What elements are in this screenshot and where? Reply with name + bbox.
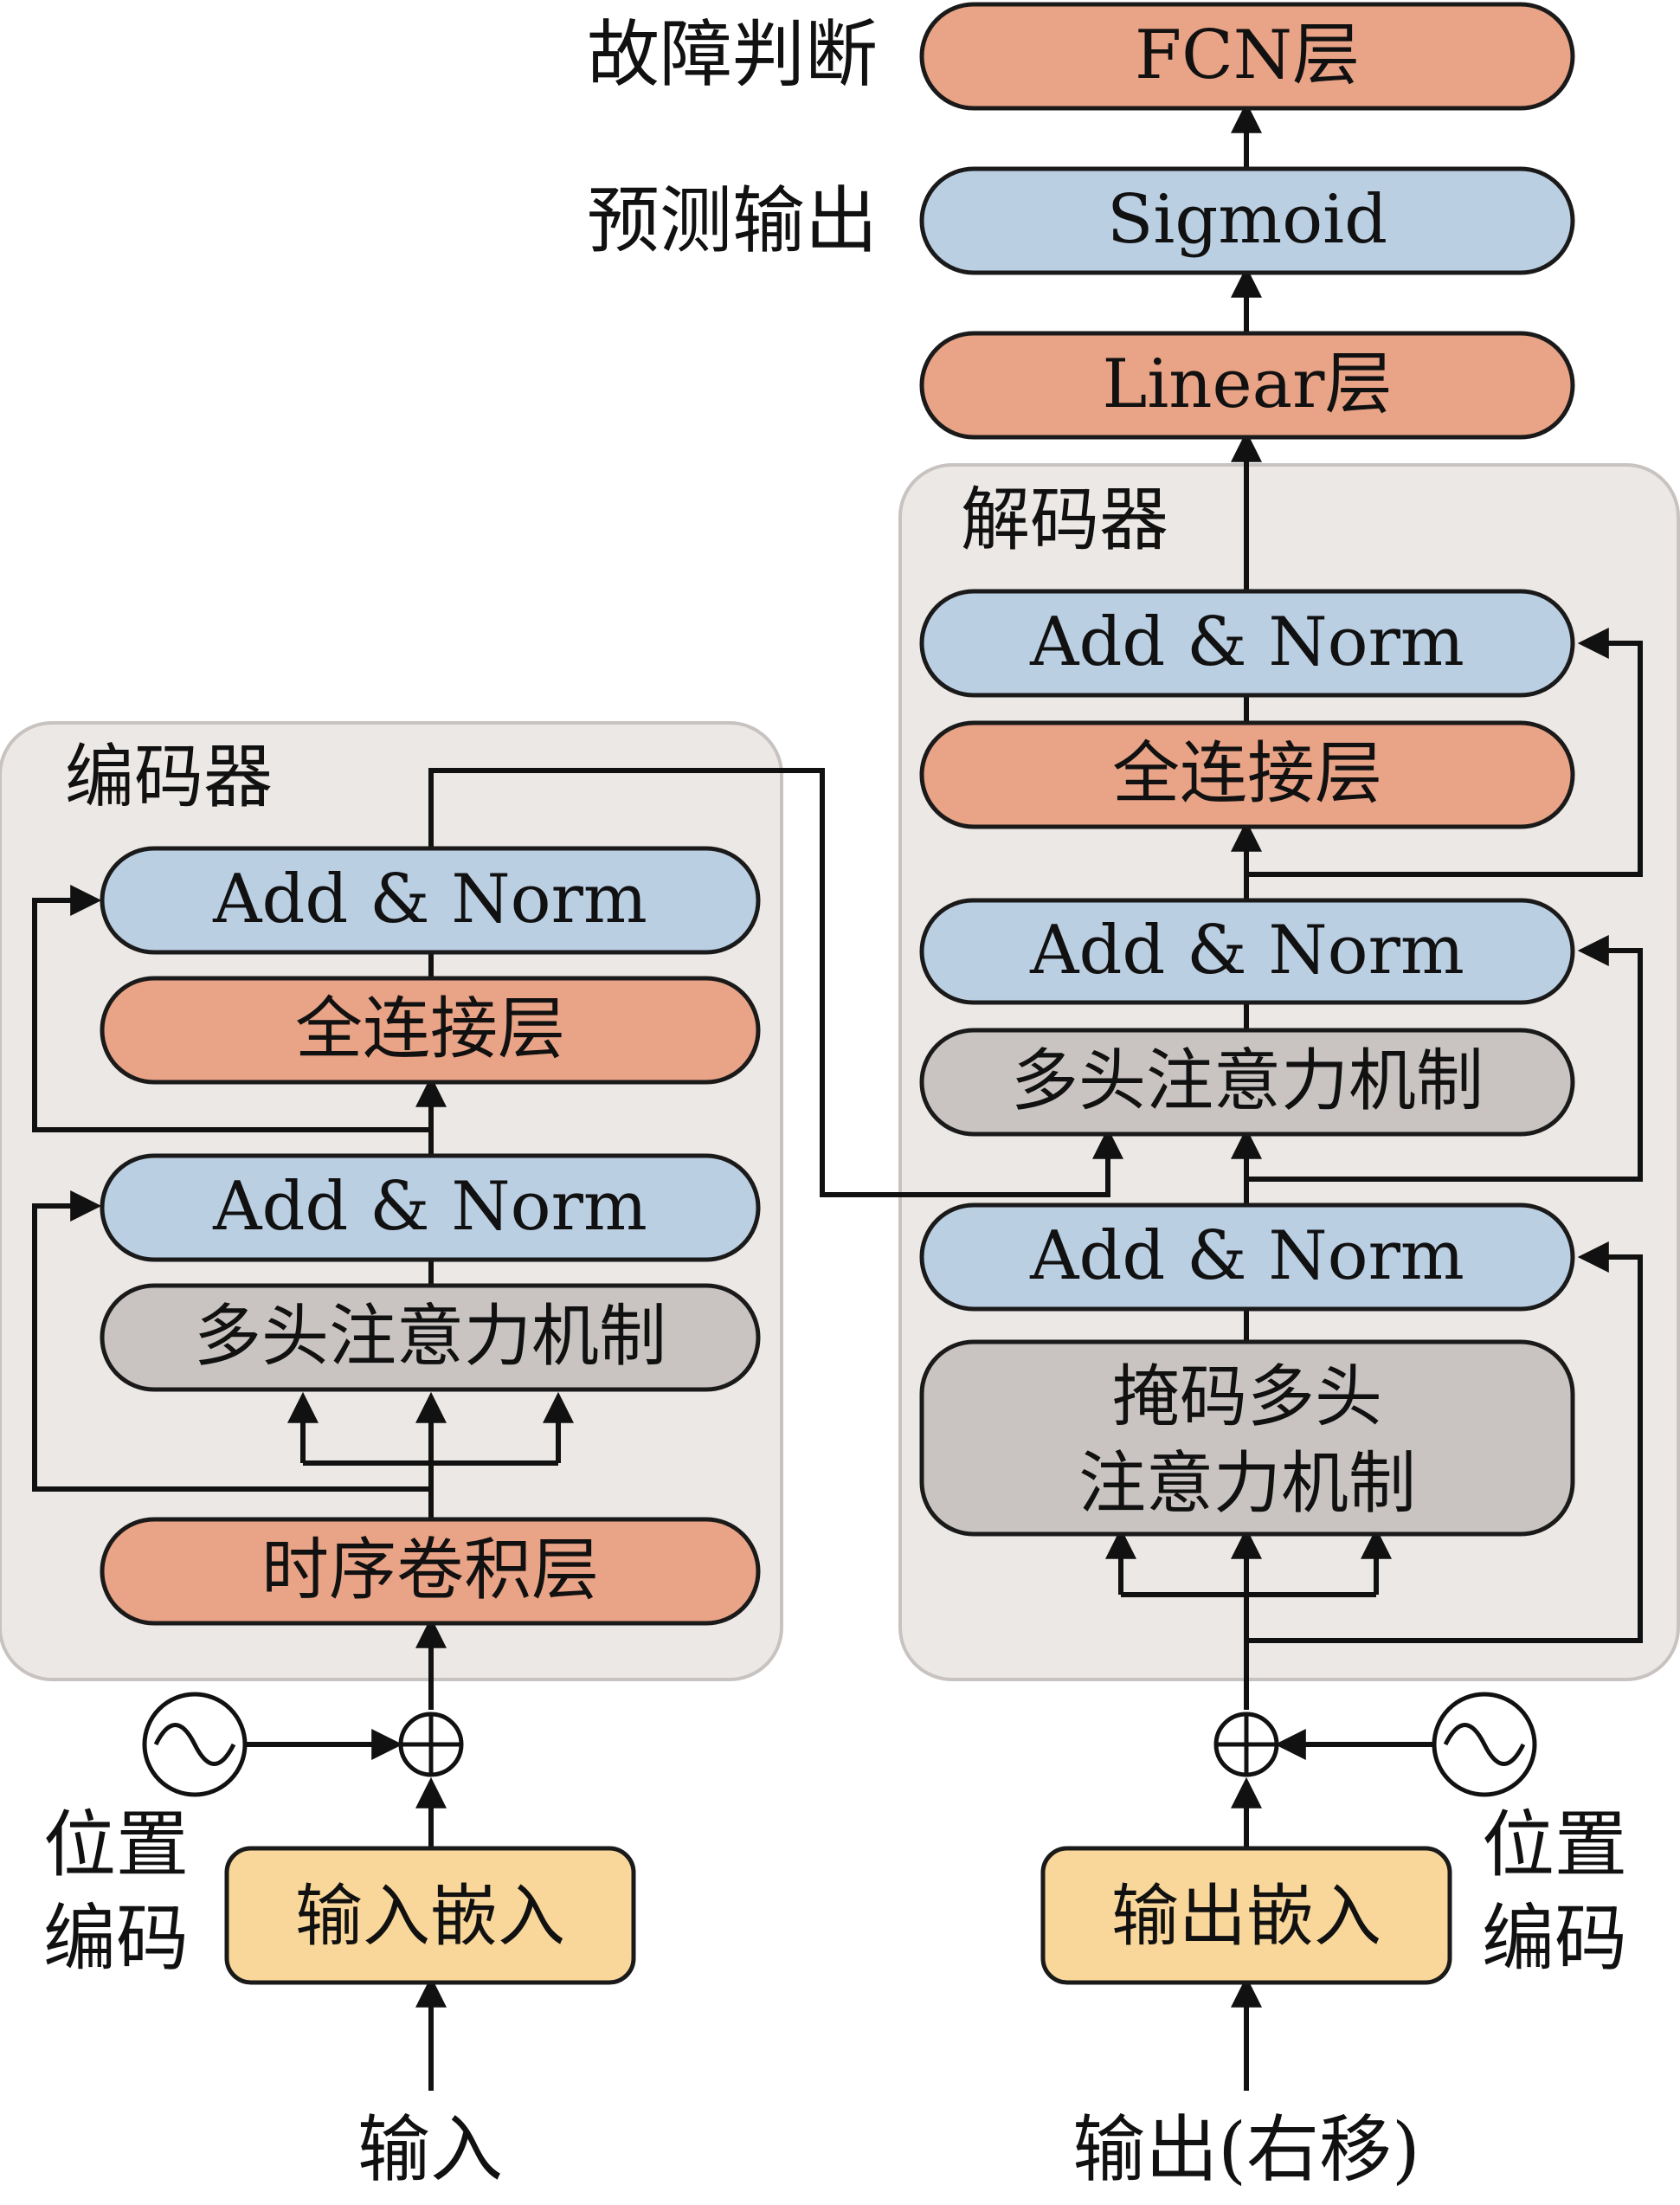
encoder-title: 编码器 xyxy=(65,737,273,817)
encoder-add-norm-bottom-label: Add & Norm xyxy=(212,1168,647,1246)
masked-attention-line2: 注意力机制 xyxy=(1078,1445,1416,1523)
pos-enc-right-line2: 编码 xyxy=(1482,1896,1627,1981)
decoder-add-norm-top: Add & Norm xyxy=(919,589,1575,698)
encoder-add-norm-top: Add & Norm xyxy=(100,846,761,955)
circled-plus-icon xyxy=(1213,1712,1279,1777)
fcn-label: FCN层 xyxy=(1135,16,1360,94)
decoder-add-norm-top-label: Add & Norm xyxy=(1029,603,1464,681)
decoder-add-norm-mid: Add & Norm xyxy=(919,898,1575,1005)
decoder-wires xyxy=(1105,101,1643,2091)
encoder-tcn-label: 时序卷积层 xyxy=(261,1531,599,1609)
decoder-add-norm-bottom: Add & Norm xyxy=(919,1202,1575,1312)
pos-enc-right-line1: 位置 xyxy=(1482,1802,1627,1887)
encoder-attention-label: 多头注意力机制 xyxy=(194,1298,666,1376)
encoder-add-norm-bottom: Add & Norm xyxy=(100,1153,761,1262)
decoder-masked-attention: 掩码多头 注意力机制 xyxy=(919,1339,1575,1537)
fcn-side-label: 故障判断 xyxy=(587,12,878,97)
circled-plus-icon xyxy=(398,1712,464,1777)
head-linear: Linear层 xyxy=(919,331,1575,440)
decoder-add-norm-mid-label: Add & Norm xyxy=(1029,912,1464,990)
masked-attention-line1: 掩码多头 xyxy=(1112,1358,1382,1436)
encoder-attention: 多头注意力机制 xyxy=(100,1283,761,1392)
encoder-tcn: 时序卷积层 xyxy=(100,1517,761,1626)
output-embedding: 输出嵌入 xyxy=(1040,1846,1452,1985)
input-embedding-label: 输入嵌入 xyxy=(295,1878,565,1956)
head-sigmoid: Sigmoid xyxy=(919,166,1575,275)
encoder-wires xyxy=(32,768,1123,2091)
decoder-add-norm-bottom-label: Add & Norm xyxy=(1029,1217,1464,1295)
sigmoid-label: Sigmoid xyxy=(1107,181,1387,259)
encoder-add-norm-top-label: Add & Norm xyxy=(212,861,647,938)
encoder-ffn-label: 全连接层 xyxy=(295,990,565,1068)
head-fcn: FCN层 xyxy=(919,2,1575,111)
sigmoid-side-label: 预测输出 xyxy=(587,178,878,263)
decoder-ffn-label: 全连接层 xyxy=(1112,735,1382,813)
sine-wave-icon xyxy=(142,1692,248,1797)
decoder-title: 解码器 xyxy=(961,480,1168,560)
decoder-ffn: 全连接层 xyxy=(919,720,1575,829)
decoder-attention: 多头注意力机制 xyxy=(919,1028,1575,1137)
input-embedding: 输入嵌入 xyxy=(224,1846,636,1985)
decoder-attention-label: 多头注意力机制 xyxy=(1011,1042,1484,1120)
input-label: 输入 xyxy=(357,2107,503,2192)
linear-label: Linear层 xyxy=(1103,345,1393,423)
encoder-ffn: 全连接层 xyxy=(100,976,761,1085)
sine-wave-icon xyxy=(1432,1692,1537,1797)
pos-enc-left-line2: 编码 xyxy=(43,1896,189,1981)
output-label: 输出(右移) xyxy=(1072,2107,1420,2192)
output-embedding-label: 输出嵌入 xyxy=(1111,1878,1381,1956)
pos-enc-left-line1: 位置 xyxy=(43,1802,189,1887)
